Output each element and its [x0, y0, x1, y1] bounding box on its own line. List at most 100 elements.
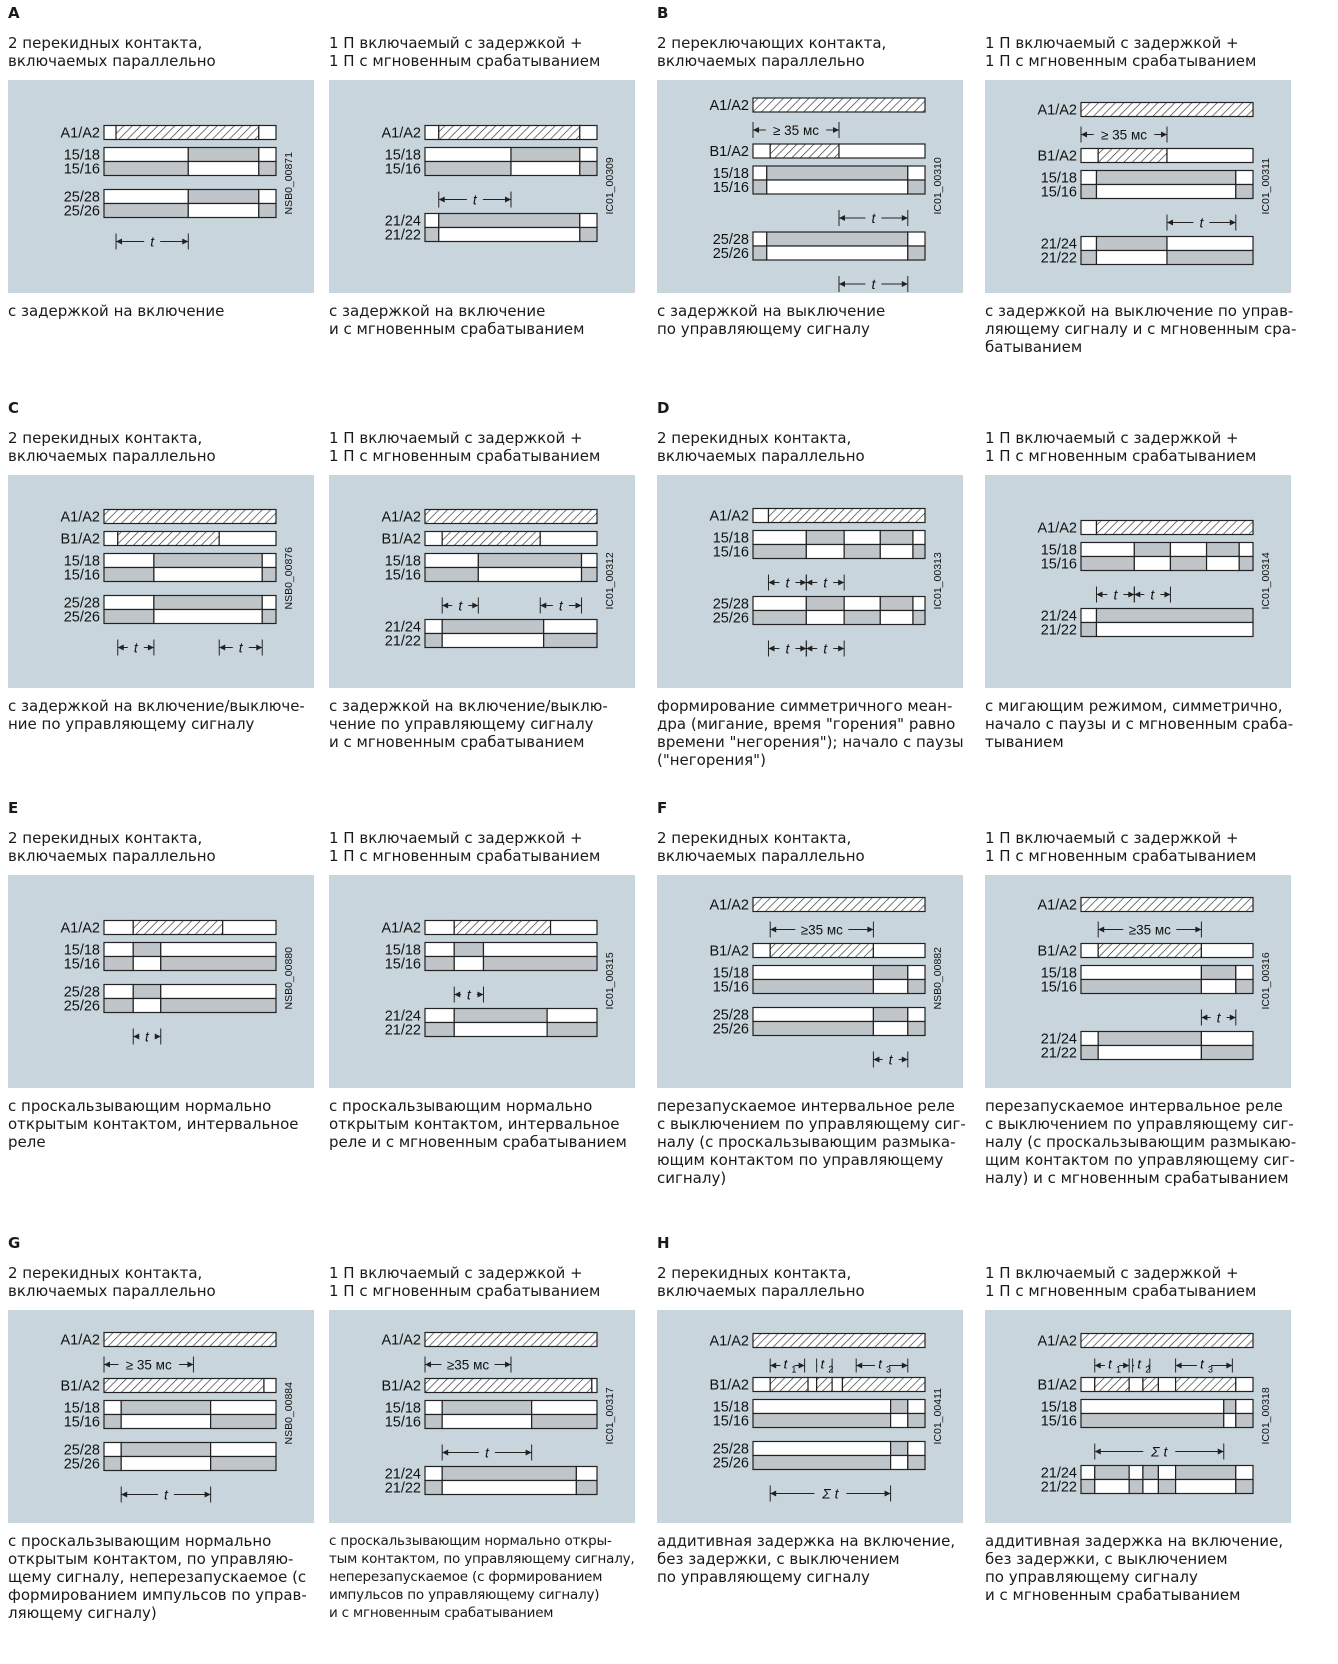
contact-no-bar	[424, 552, 598, 569]
bar-segment	[838, 143, 926, 159]
contact-label: 21/22	[1041, 623, 1077, 639]
contact-nc-bar	[1080, 249, 1254, 266]
bar-segment	[441, 1413, 533, 1430]
bar-segment	[103, 1377, 265, 1394]
bar-segment	[510, 160, 581, 177]
contact-no-bar	[103, 188, 277, 205]
bar-segment	[1205, 541, 1240, 558]
dimension-label: ≥ 35 мс	[773, 123, 819, 138]
bar-segment	[103, 124, 117, 141]
bar-segment	[843, 609, 881, 626]
bar-segment	[907, 1020, 926, 1037]
bar-segment	[752, 143, 771, 159]
control-signal-bar	[1080, 1332, 1254, 1349]
contact-label: 15/16	[385, 162, 421, 178]
time-dimension: t	[767, 640, 807, 657]
bar-segment	[843, 543, 881, 560]
contact-no-bar	[424, 146, 598, 163]
bar-segment	[424, 566, 479, 583]
contact-nc-bar	[752, 978, 926, 995]
bar-segment	[261, 608, 277, 625]
bar-segment	[1238, 555, 1254, 572]
bar-segment	[424, 146, 512, 163]
bar-segment	[424, 1479, 443, 1496]
dimension-label: t	[1150, 587, 1155, 603]
contact-label: 15/18	[385, 1401, 421, 1417]
heading-line: включаемых параллельно	[657, 52, 865, 70]
bar-segment	[1157, 1464, 1177, 1481]
caption-line: по управляющему сигналу	[657, 320, 870, 338]
heading-line: включаемых параллельно	[8, 847, 216, 865]
bar-segment	[1238, 541, 1254, 558]
bar-segment	[1235, 1464, 1254, 1481]
bar-segment	[424, 1021, 455, 1038]
contact-label: 15/16	[64, 162, 100, 178]
bar-segment	[907, 1454, 926, 1471]
bar-segment	[907, 1440, 926, 1457]
bar-segment	[510, 146, 581, 163]
timing-diagram: A1/A2≥35 мсB1/A215/1815/16t21/2421/22IC0…	[382, 1331, 616, 1497]
contact-label: 15/16	[1041, 1414, 1077, 1430]
dimension-label: t	[1137, 1357, 1142, 1372]
contact-label: 15/16	[385, 1415, 421, 1431]
bar-segment	[1080, 942, 1099, 959]
bar-segment	[1080, 1398, 1225, 1415]
caption-line: чение по управляющему сигналу	[329, 715, 594, 733]
bar-segment	[1080, 519, 1098, 536]
contact-label: 21/24	[1041, 1466, 1077, 1482]
bar-segment	[1157, 1376, 1177, 1393]
bar-segment	[546, 1007, 598, 1024]
caption-line: налу (с проскальзывающим размыкаю-	[985, 1133, 1297, 1151]
bar-segment	[769, 1376, 809, 1393]
bar-segment	[766, 165, 909, 181]
heading-line: включаемых параллельно	[657, 1282, 865, 1300]
contact-label: 15/16	[64, 957, 100, 973]
bar-segment	[575, 1479, 598, 1496]
caption-line: батыванием	[985, 338, 1083, 356]
bar-segment	[1095, 519, 1254, 536]
variant-caption: с задержкой на включение	[8, 302, 320, 320]
bar-segment	[132, 919, 224, 936]
bar-segment	[1166, 249, 1254, 266]
bar-segment	[766, 231, 909, 247]
caption-line: с задержкой на выключение	[657, 302, 886, 320]
heading-line: 1 П с мгновенным срабатыванием	[985, 1282, 1257, 1300]
variant-caption: с задержкой на выключение по управ-ляюще…	[985, 302, 1297, 356]
bar-segment	[103, 552, 155, 569]
contact-nc-bar	[1080, 1044, 1254, 1061]
bar-segment	[153, 608, 263, 625]
bar-segment	[438, 212, 581, 229]
bar-segment	[210, 1455, 277, 1472]
bar-segment	[103, 1399, 122, 1416]
bar-segment	[1133, 541, 1172, 558]
bar-segment	[1128, 1478, 1144, 1495]
variant-heading: 2 перекидных контакта,включаемых паралле…	[657, 1264, 969, 1300]
bar-segment	[805, 595, 845, 612]
time-dimension: t	[838, 210, 909, 226]
bar-segment	[103, 160, 189, 177]
contact-label: 21/24	[1041, 1032, 1077, 1048]
contact-label: 25/28	[64, 985, 100, 1001]
contact-label: 15/18	[1041, 1400, 1077, 1416]
drawing-id: IC01_00317	[604, 1387, 616, 1444]
bar-segment	[1175, 1478, 1237, 1495]
caption-line: с проскальзывающим нормально	[329, 1097, 593, 1115]
contact-label: 15/18	[713, 531, 749, 547]
contact-no-bar	[1080, 607, 1254, 624]
bar-segment	[752, 231, 768, 247]
bar-segment	[103, 919, 134, 936]
variant-heading: 2 перекидных контакта,включаемых паралле…	[8, 429, 320, 465]
bar-segment	[424, 1413, 443, 1430]
bar-segment	[1080, 621, 1098, 638]
caption-line: аддитивная задержка на включение,	[657, 1532, 956, 1550]
heading-line: 1 П с мгновенным срабатыванием	[329, 447, 601, 465]
contact-no-bar	[752, 964, 926, 981]
bar-segment	[1223, 1412, 1237, 1429]
